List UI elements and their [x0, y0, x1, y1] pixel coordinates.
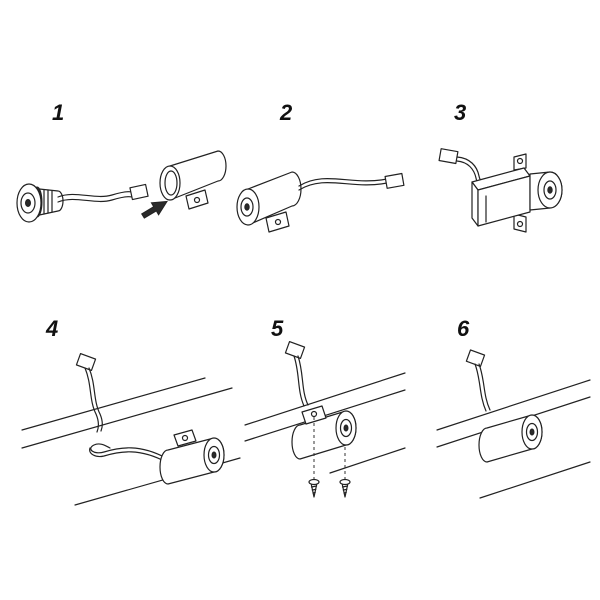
cable	[57, 191, 133, 203]
arrow-icon	[141, 200, 168, 219]
housing-cylinder	[478, 414, 543, 463]
sensor-switch	[16, 183, 64, 223]
step-4-number: 4	[46, 316, 59, 341]
housing-cylinder	[291, 405, 357, 460]
cable-connector	[465, 349, 486, 367]
housing-cylinder	[159, 150, 227, 210]
cable-connector	[75, 353, 97, 371]
sensor-eye	[343, 424, 349, 432]
bracket-hole	[310, 410, 318, 418]
bracket-side-face	[471, 181, 479, 227]
housing-inner	[164, 170, 178, 196]
sensor-eye	[244, 203, 250, 211]
cable-connector	[384, 172, 405, 189]
housing-body	[247, 171, 302, 226]
step-2-number: 2	[280, 100, 293, 125]
sensor-eye	[211, 451, 217, 459]
cable	[293, 355, 309, 407]
sensor-eye	[25, 199, 31, 207]
bracket-hole	[193, 196, 201, 204]
sensor-eye	[547, 186, 553, 194]
sensor-eye	[529, 428, 535, 436]
bracket-front-face	[477, 175, 531, 227]
step-5-number: 5	[271, 316, 284, 341]
step-5-illustration	[244, 341, 406, 498]
loose-cable	[89, 443, 167, 463]
step-2-illustration	[236, 171, 405, 233]
housing-cylinder	[159, 429, 225, 485]
step-3-number: 3	[454, 100, 467, 125]
step-6-number: 6	[457, 316, 470, 341]
bracket-hole	[516, 220, 524, 228]
housing-body	[169, 150, 227, 201]
screw-icon	[308, 478, 320, 498]
screw-icon	[339, 478, 351, 498]
mounting-bracket-assembly	[471, 153, 531, 233]
bracket-hole	[274, 218, 282, 226]
cable-connector	[284, 341, 306, 359]
bracket-hole	[516, 157, 524, 165]
housing-cylinder	[236, 171, 302, 226]
housing-cylinder	[529, 171, 563, 211]
step-1-number: 1	[52, 100, 65, 125]
step-1-illustration	[16, 150, 227, 223]
step-4-illustration	[21, 353, 241, 506]
bracket-hole	[181, 434, 189, 442]
cable-connector	[129, 183, 149, 201]
cable	[474, 363, 491, 412]
cable	[84, 367, 103, 433]
step-3-illustration	[438, 148, 563, 233]
step-6-illustration	[436, 349, 591, 499]
cable-connector	[438, 148, 459, 165]
cable	[298, 178, 388, 191]
